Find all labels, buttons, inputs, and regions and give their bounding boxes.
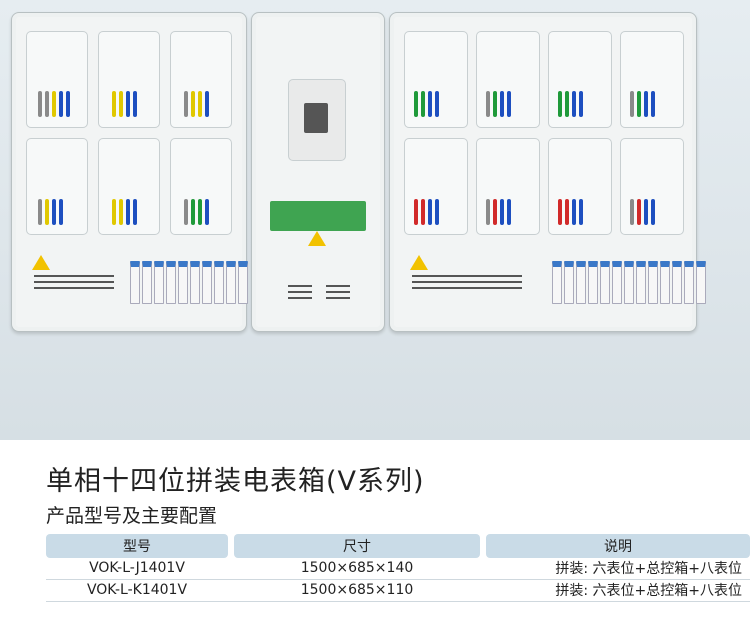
table-cell-description: 拼装: 六表位+总控箱+八表位 (555, 561, 742, 577)
table-cell-description: 拼装: 六表位+总控箱+八表位 (555, 583, 742, 599)
warning-sign-icon (308, 231, 326, 246)
table-cell-model: VOK-L-K1401V (86, 582, 188, 598)
warning-sign-icon (410, 255, 428, 270)
wire-bundle (38, 199, 63, 225)
wire-bundle (414, 91, 439, 117)
section-subtitle: 产品型号及主要配置 (46, 505, 218, 527)
row-divider (46, 579, 750, 580)
wire-bundle (630, 199, 655, 225)
meter-slot (26, 31, 88, 128)
vent-grille (326, 285, 350, 299)
page-title: 单相十四位拼装电表箱(V系列) (46, 466, 425, 497)
vent-grille (34, 275, 114, 289)
wire-bundle (112, 199, 137, 225)
wire-bundle (112, 91, 137, 117)
main-control-cabinet (251, 12, 385, 332)
product-photo (0, 0, 750, 440)
table-header-size: 尺寸 (234, 534, 480, 558)
left-meter-cabinet (11, 12, 248, 332)
wire-bundle (630, 91, 655, 117)
vent-grille (412, 275, 522, 289)
wire-bundle (486, 91, 511, 117)
meter-slot (26, 138, 88, 235)
table-cell-size: 1500×685×140 (300, 560, 414, 576)
table-cell-model: VOK-L-J1401V (89, 560, 185, 576)
wire-bundle (558, 91, 583, 117)
breaker-row (552, 261, 706, 304)
wire-bundle (184, 91, 209, 117)
breaker-handle (304, 103, 328, 133)
wire-bundle (38, 91, 70, 117)
meter-slot (170, 31, 232, 128)
table-header-model: 型号 (46, 534, 228, 558)
wire-bundle (414, 199, 439, 225)
warning-sign-icon (32, 255, 50, 270)
wire-bundle (184, 199, 209, 225)
right-meter-cabinet (389, 12, 706, 332)
breaker-row (130, 261, 248, 304)
wire-bundle (558, 199, 583, 225)
row-divider (46, 601, 750, 602)
table-cell-size: 1500×685×110 (300, 582, 414, 598)
vent-grille (288, 285, 312, 299)
terminal-block (270, 201, 366, 231)
table-header-description: 说明 (486, 534, 750, 558)
wire-bundle (486, 199, 511, 225)
